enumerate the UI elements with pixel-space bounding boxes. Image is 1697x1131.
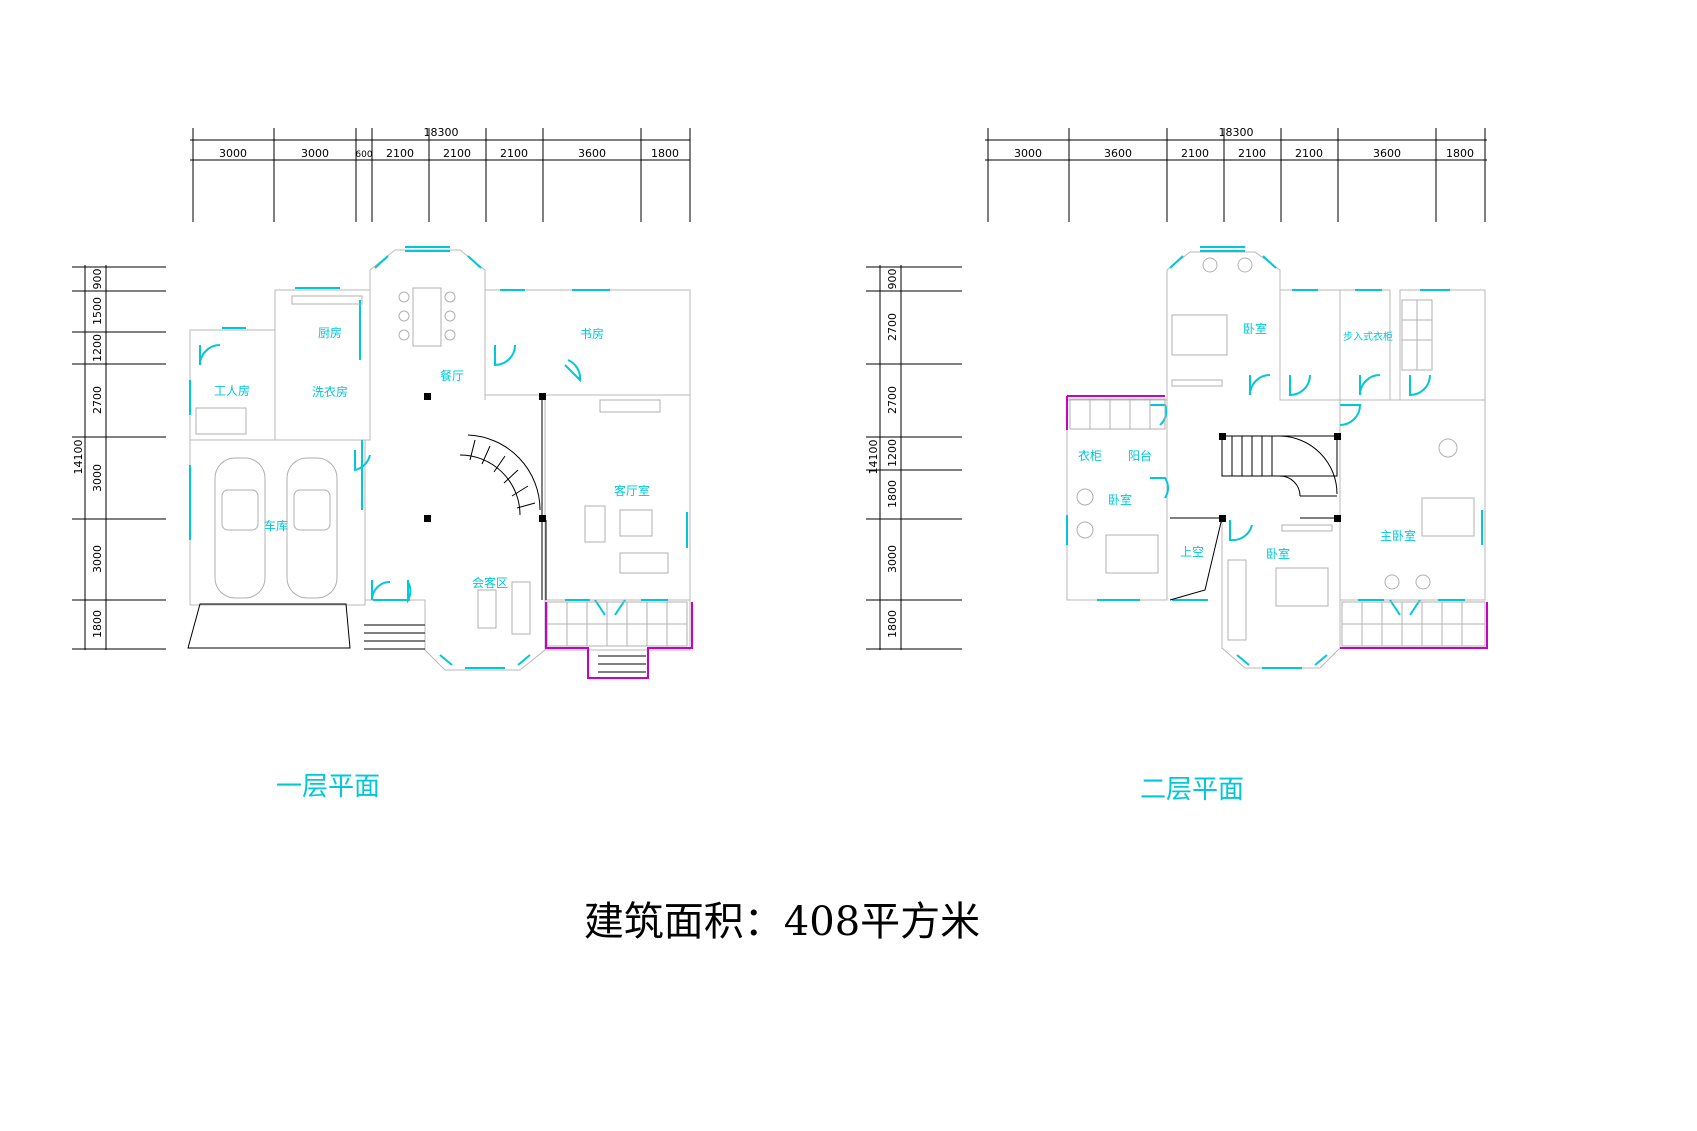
plan2-dim-left-5: 1800	[886, 480, 899, 508]
plan1-dim-left-7: 1800	[91, 610, 104, 638]
plan1-dim-top-4: 2100	[386, 147, 414, 160]
plan2-furniture	[1076, 257, 1475, 641]
plan1-furniture	[195, 287, 669, 635]
plan1-total-width: 18300	[424, 126, 459, 139]
plan2-room-sunroom: 阳台	[1128, 448, 1152, 463]
plan2-dim-top-6: 3600	[1373, 147, 1401, 160]
plan2-room-walkin: 步入式衣柜	[1343, 330, 1393, 343]
plan1-room-study: 书房	[580, 326, 604, 341]
plan1-columns	[424, 393, 546, 522]
plan1-cars	[214, 457, 338, 599]
plan2-room-bedroom-a: 卧室	[1243, 321, 1267, 336]
plan1-tiled-terrace	[545, 601, 693, 679]
plan1-garage-ramp	[187, 603, 425, 650]
plan1-left-dimension-lines	[72, 265, 166, 650]
plan1-dim-top-5: 2100	[443, 147, 471, 160]
plan1-dim-left-6: 3000	[91, 545, 104, 573]
plan1-room-garage: 车库	[264, 518, 288, 533]
plan2-dim-left-2: 2700	[886, 313, 899, 341]
plan2-staircase	[1169, 435, 1338, 601]
plan1-dim-left-5: 3000	[91, 464, 104, 492]
plan1-dim-left-3: 1200	[91, 334, 104, 362]
plan2-total-depth: 14100	[867, 440, 880, 475]
plan1-dim-top-7: 3600	[578, 147, 606, 160]
plan2-dim-top-1: 3000	[1014, 147, 1042, 160]
plan2-room-bedroom-d: 主卧室	[1380, 528, 1416, 543]
plan1-room-lounge: 会客区	[472, 575, 508, 590]
plan2-title: 二层平面	[1140, 775, 1244, 805]
plan2-top-dimension-lines	[985, 128, 1487, 222]
plan1-room-living: 客厅室	[614, 483, 650, 498]
plan2-balconies	[1066, 299, 1488, 649]
plan2-dim-top-4: 2100	[1238, 147, 1266, 160]
plan1-dim-left-1: 900	[91, 269, 104, 290]
plan2-columns	[1219, 433, 1341, 522]
plan2-total-width: 18300	[1219, 126, 1254, 139]
plan1-room-kitchen: 厨房	[318, 325, 342, 340]
plan2-windows	[1066, 246, 1483, 669]
plan1-room-laundry: 洗衣房	[312, 384, 348, 399]
plan1-total-depth: 14100	[72, 440, 85, 475]
plan2-dim-top-3: 2100	[1181, 147, 1209, 160]
plan1-room-dining: 餐厅	[440, 368, 464, 383]
plan2-room-bedroom-b: 卧室	[1108, 492, 1132, 507]
plan2-dim-left-3: 2700	[886, 386, 899, 414]
plan2-room-upper: 上空	[1180, 545, 1204, 559]
plan1-dim-top-2: 3000	[301, 147, 329, 160]
plan2-room-closet: 衣柜	[1078, 448, 1102, 463]
plan2-dim-top-2: 3600	[1104, 147, 1132, 160]
plan2-left-dimension-lines	[866, 265, 962, 650]
plan2-dim-top-5: 2100	[1295, 147, 1323, 160]
plan1-dim-top-6: 2100	[500, 147, 528, 160]
plan1-room-servant: 工人房	[214, 383, 250, 398]
plan2-dim-left-6: 3000	[886, 545, 899, 573]
plan2-dim-left-1: 900	[886, 269, 899, 290]
plan1-dim-top-1: 3000	[219, 147, 247, 160]
plan1-top-dimension-lines	[190, 128, 691, 222]
plan1-staircase	[459, 400, 547, 600]
plan1-dim-top-3: 600	[355, 150, 372, 160]
plan1-title: 一层平面	[276, 772, 380, 802]
plan1-dim-top-8: 1800	[651, 147, 679, 160]
plan2-dim-left-4: 1200	[886, 439, 899, 467]
plan2-room-bedroom-c: 卧室	[1266, 546, 1290, 561]
plan1-doors	[199, 344, 626, 616]
plan1-windows	[189, 246, 688, 669]
building-area-label: 建筑面积：408平方米	[584, 899, 980, 945]
plan2-dim-left-7: 1800	[886, 610, 899, 638]
plan2-dim-top-7: 1800	[1446, 147, 1474, 160]
plan1-dim-left-4: 2700	[91, 386, 104, 414]
plan2-doors	[1150, 374, 1431, 616]
plan1-walls	[189, 249, 691, 671]
plan1-dim-left-2: 1500	[91, 297, 104, 325]
